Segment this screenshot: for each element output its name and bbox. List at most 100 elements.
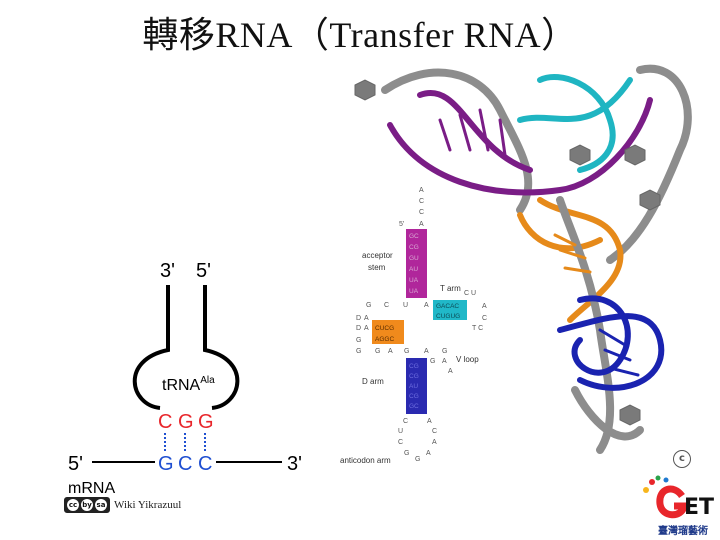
- get-logo-mark: ET: [643, 475, 714, 520]
- svg-text:A: A: [426, 450, 431, 457]
- acceptor-stem: [406, 229, 427, 298]
- svg-text:A: A: [424, 302, 429, 309]
- anticodon-base-2: G: [178, 411, 194, 433]
- svg-text:CG: CG: [409, 244, 419, 251]
- svg-text:G: G: [375, 348, 380, 355]
- base-pair-lines: [164, 433, 206, 452]
- svg-text:A: A: [482, 303, 487, 310]
- mrna-label: mRNA: [68, 480, 115, 497]
- svg-text:G: G: [404, 348, 409, 355]
- v-loop-label: V loop: [456, 355, 479, 364]
- mrna-5prime: 5': [68, 453, 83, 475]
- svg-text:GU: GU: [409, 255, 419, 262]
- mrna-3prime: 3': [287, 453, 302, 475]
- title-cjk: 轉移: [142, 15, 216, 56]
- svg-text:A: A: [427, 418, 432, 425]
- svg-text:A: A: [442, 358, 447, 365]
- acceptor-label-1: acceptor: [362, 251, 393, 260]
- backbone-gray-1: [381, 68, 533, 214]
- svg-text:G: G: [415, 456, 420, 463]
- t-stem-bottom: CUGUG: [436, 313, 460, 320]
- svg-text:C: C: [384, 302, 389, 309]
- svg-text:D: D: [356, 315, 361, 322]
- title-latin: RNA（Transfer RNA）: [215, 15, 578, 55]
- svg-text:G: G: [356, 337, 361, 344]
- d-arm-rungs: [553, 233, 592, 274]
- svg-text:GC: GC: [409, 233, 419, 240]
- svg-text:AU: AU: [409, 266, 418, 273]
- codon-base-3: C: [198, 453, 212, 475]
- anticodon-base-1: C: [158, 411, 172, 433]
- svg-text:C U: C U: [464, 290, 476, 297]
- by-icon: by: [81, 499, 93, 511]
- image-credit: cc by sa Wiki Yikrazuul: [64, 497, 181, 513]
- backbone-gray-4: [571, 386, 644, 441]
- svg-text:A: A: [448, 368, 453, 375]
- logo-subtext: 臺灣瑠藝術: [658, 526, 708, 537]
- acceptor-stem-bases: GC CG GU AU UA UA: [409, 233, 419, 295]
- svg-text:CG: CG: [409, 393, 419, 400]
- end-5prime: 5': [196, 260, 211, 282]
- page-title: 轉移RNA（Transfer RNA）: [0, 6, 720, 58]
- cc-icon: cc: [67, 499, 79, 511]
- svg-text:CG: CG: [409, 373, 419, 380]
- svg-text:A: A: [424, 348, 429, 355]
- anticodon-rungs: [598, 328, 640, 377]
- anticodon-stem: [406, 358, 427, 414]
- d-arm-stem: [372, 320, 404, 344]
- svg-text:G: G: [404, 450, 409, 457]
- acceptor-seq-2: C: [419, 198, 424, 205]
- t-arm-ribbon-b: [517, 77, 633, 123]
- svg-text:C: C: [398, 439, 403, 446]
- trna-3d-structure: [354, 64, 692, 454]
- svg-text:A: A: [388, 348, 393, 355]
- svg-text:A: A: [364, 325, 369, 332]
- left-schematic: 3' 5' tRNAAla C G G 5' G C C 3' mRNA: [68, 260, 302, 497]
- svg-text:D: D: [356, 325, 361, 332]
- trna-backbone-left: [132, 285, 170, 410]
- svg-text:ET: ET: [684, 495, 714, 520]
- trna-backbone-right: [203, 285, 240, 410]
- d-arm-ribbon-a: [517, 212, 603, 252]
- end-3prime: 3': [160, 260, 175, 282]
- five-prime-label: 5': [399, 221, 404, 228]
- svg-text:U: U: [398, 428, 403, 435]
- svg-text:GC: GC: [409, 403, 419, 410]
- svg-text:G: G: [430, 358, 435, 365]
- no-copyright-icon: c: [673, 450, 691, 468]
- svg-text:G: G: [366, 302, 371, 309]
- svg-text:C: C: [432, 428, 437, 435]
- svg-text:UA: UA: [409, 288, 419, 295]
- svg-text:AU: AU: [409, 383, 418, 390]
- cc-license-badge: cc by sa: [64, 497, 110, 513]
- acceptor-ribbon-b: [417, 90, 533, 173]
- acceptor-label-2: stem: [368, 263, 386, 272]
- svg-text:T C: T C: [472, 325, 483, 332]
- anticodon-arm-label: anticodon arm: [340, 456, 391, 465]
- svg-text:G: G: [442, 348, 447, 355]
- credit-text: Wiki Yikrazuul: [114, 499, 182, 511]
- acceptor-seq-4: A: [419, 221, 424, 228]
- anticodon-stem-bases: CG CG AU CG GC: [409, 363, 419, 410]
- sa-icon: sa: [95, 499, 107, 511]
- svg-text:UA: UA: [409, 277, 419, 284]
- acceptor-seq-3: C: [419, 209, 424, 216]
- base-glyphs: [354, 79, 661, 426]
- acceptor-seq-1: A: [419, 187, 424, 194]
- anticodon-ribbon-a: [557, 313, 665, 391]
- codon-base-2: C: [178, 453, 192, 475]
- svg-text:A: A: [364, 315, 369, 322]
- anticodon-base-3: G: [198, 411, 214, 433]
- svg-text:A: A: [432, 439, 437, 446]
- svg-text:C: C: [403, 418, 408, 425]
- d-stem-bottom: AGGC: [375, 336, 394, 343]
- svg-text:CG: CG: [409, 363, 419, 370]
- t-arm-label: T arm: [440, 284, 461, 293]
- acceptor-rungs: [438, 108, 507, 157]
- t-arm-stem: [433, 300, 467, 320]
- d-stem-top: CUCG: [375, 325, 394, 332]
- svg-text:U: U: [403, 302, 408, 309]
- svg-text:C: C: [482, 315, 487, 322]
